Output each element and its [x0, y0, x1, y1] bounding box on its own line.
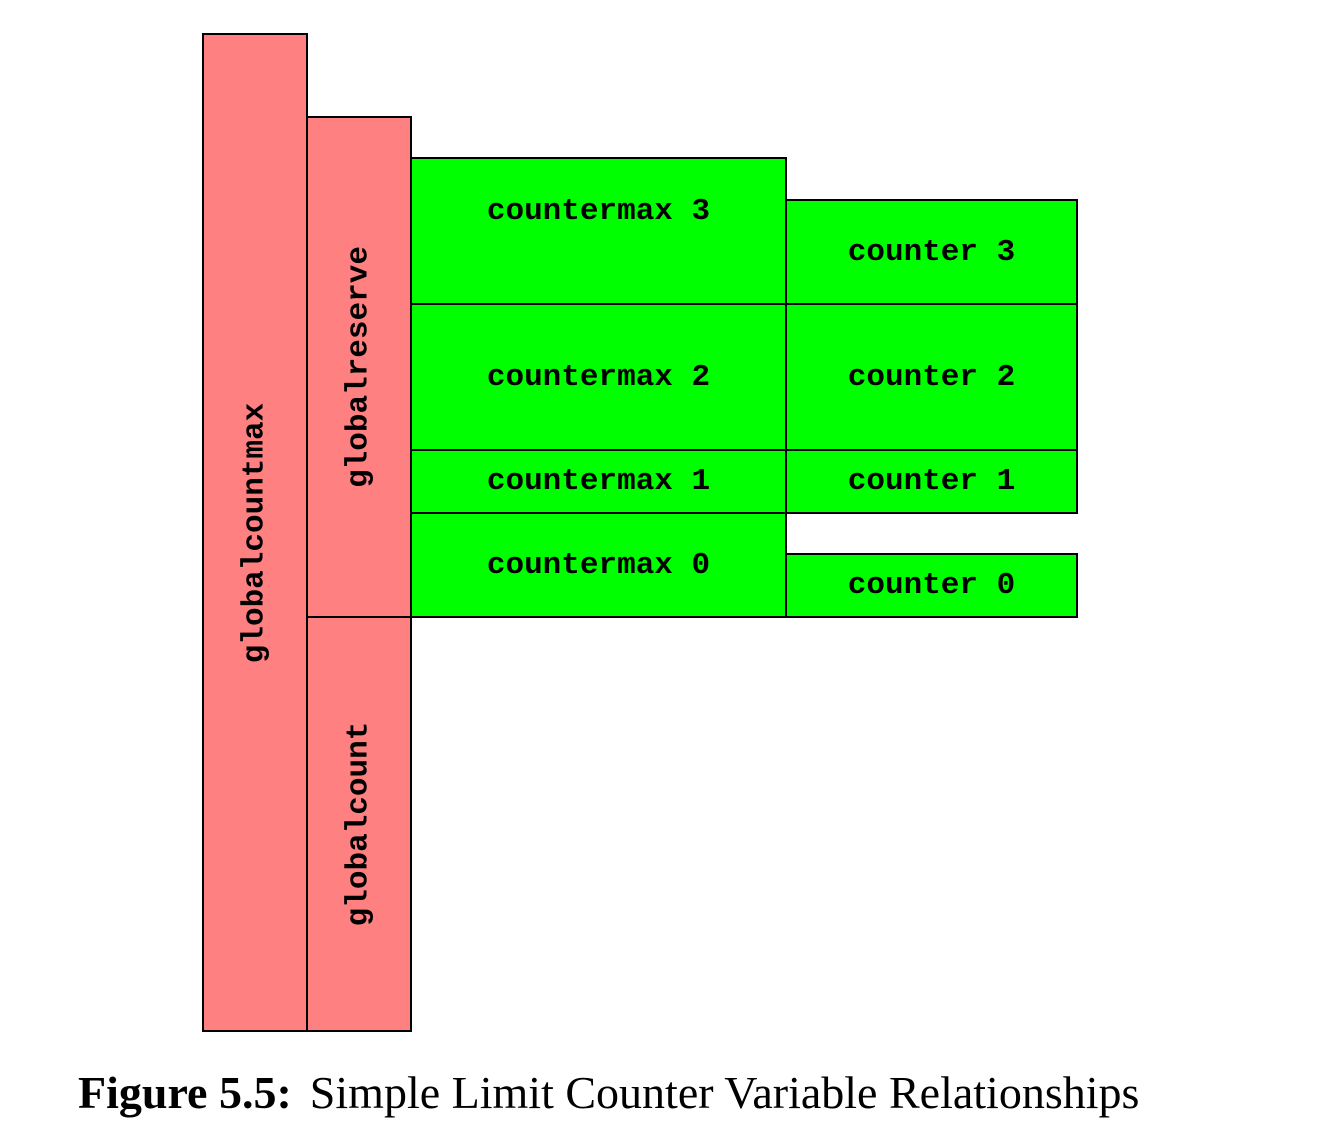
counter-3-label: counter 3 — [847, 234, 1016, 270]
counter-0-label: counter 0 — [847, 568, 1016, 603]
counter-0-box: counter 0 — [785, 553, 1078, 618]
countermax-1-box: countermax 1 — [410, 449, 787, 514]
counter-2-label: counter 2 — [847, 359, 1016, 395]
counter-1-box: counter 1 — [785, 449, 1078, 514]
counter-2-box: counter 2 — [785, 303, 1078, 451]
globalreserve-label: globalreserve — [341, 246, 377, 488]
countermax-3-box: countermax 3 — [410, 157, 787, 305]
countermax-2-label: countermax 2 — [486, 359, 711, 395]
countermax-1-label: countermax 1 — [486, 464, 711, 499]
figure-caption: Figure 5.5: Simple Limit Counter Variable… — [78, 1066, 1139, 1119]
countermax-2-box: countermax 2 — [410, 303, 787, 451]
globalcountmax-box: globalcountmax — [202, 33, 308, 1032]
counter-1-label: counter 1 — [847, 464, 1016, 499]
figure-title: Simple Limit Counter Variable Relationsh… — [309, 1067, 1140, 1118]
globalreserve-box: globalreserve — [306, 116, 412, 618]
countermax-0-box: countermax 0 — [410, 512, 787, 618]
globalcount-box: globalcount — [306, 616, 412, 1032]
countermax-3-label: countermax 3 — [486, 193, 711, 229]
globalcountmax-label: globalcountmax — [237, 402, 273, 663]
figure-number: Figure 5.5: — [78, 1067, 292, 1118]
globalcount-label: globalcount — [341, 721, 377, 927]
counter-3-box: counter 3 — [785, 199, 1078, 305]
countermax-0-label: countermax 0 — [486, 547, 711, 583]
